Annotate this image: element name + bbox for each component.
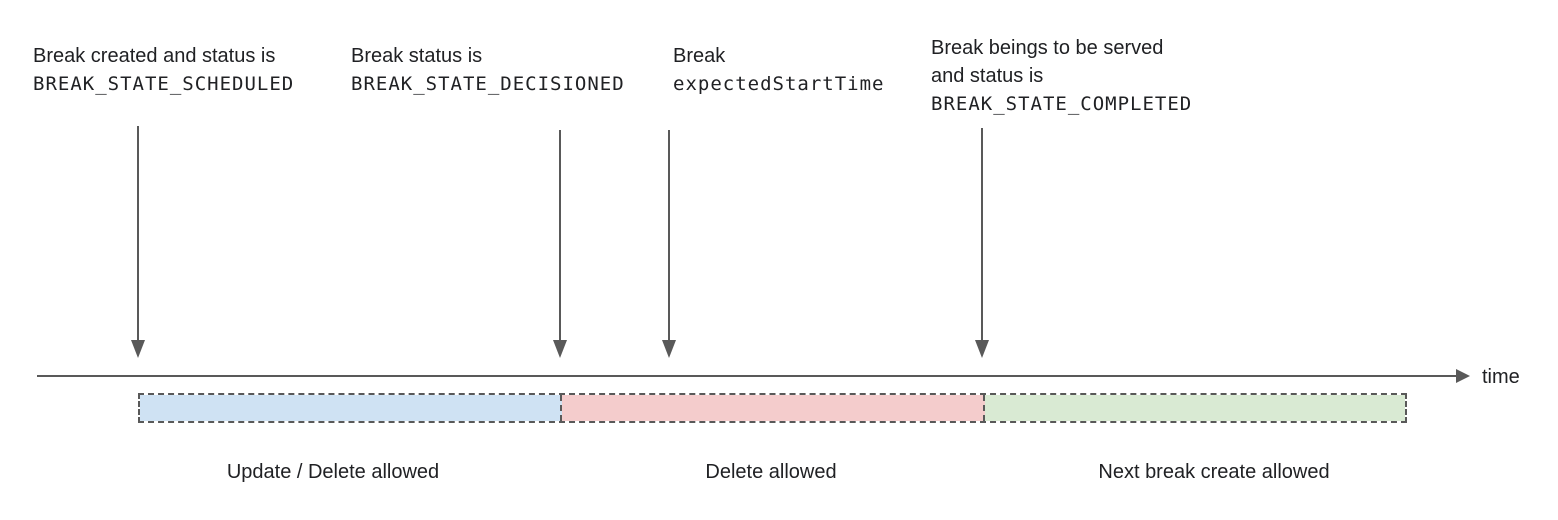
annotation-scheduled-line1: Break created and status is	[33, 45, 276, 67]
arrow-shaft	[981, 128, 983, 342]
annotation-completed-line1: Break beings to be served	[931, 37, 1164, 59]
annotation-completed-line2: and status is	[931, 65, 1044, 87]
down-arrow-icon	[131, 126, 145, 358]
annotation-expected-start: Break expectedStartTime	[673, 42, 884, 98]
segment-delete-allowed	[562, 395, 985, 421]
arrow-head	[131, 340, 145, 358]
annotation-expected-start-field: expectedStartTime	[673, 73, 885, 95]
annotation-completed: Break beings to be served and status is …	[931, 34, 1192, 118]
annotation-decisioned-line1: Break status is	[351, 45, 483, 67]
arrow-shaft	[559, 130, 561, 342]
right-arrow-icon	[1456, 369, 1470, 383]
break-period-bar	[138, 393, 1407, 423]
arrow-head	[662, 340, 676, 358]
down-arrow-icon	[662, 130, 676, 358]
arrow-head	[975, 340, 989, 358]
down-arrow-icon	[975, 128, 989, 358]
time-axis	[37, 375, 1457, 377]
annotation-scheduled-state: BREAK_STATE_SCHEDULED	[33, 73, 295, 95]
arrow-head	[553, 340, 567, 358]
annotation-scheduled: Break created and status is BREAK_STATE_…	[33, 42, 294, 98]
annotation-completed-state: BREAK_STATE_COMPLETED	[931, 93, 1193, 115]
down-arrow-icon	[553, 130, 567, 358]
annotation-expected-start-line1: Break	[673, 45, 726, 67]
segment-label-next-create: Next break create allowed	[1098, 461, 1330, 483]
segment-update-delete-allowed	[140, 395, 562, 421]
arrow-shaft	[137, 126, 139, 342]
annotation-decisioned-state: BREAK_STATE_DECISIONED	[351, 73, 625, 95]
time-axis-label: time	[1482, 366, 1520, 388]
arrow-shaft	[668, 130, 670, 342]
segment-next-break-create-allowed	[985, 395, 1405, 421]
annotation-decisioned: Break status is BREAK_STATE_DECISIONED	[351, 42, 625, 98]
segment-label-delete: Delete allowed	[705, 461, 837, 483]
segment-label-update-delete: Update / Delete allowed	[226, 461, 440, 483]
